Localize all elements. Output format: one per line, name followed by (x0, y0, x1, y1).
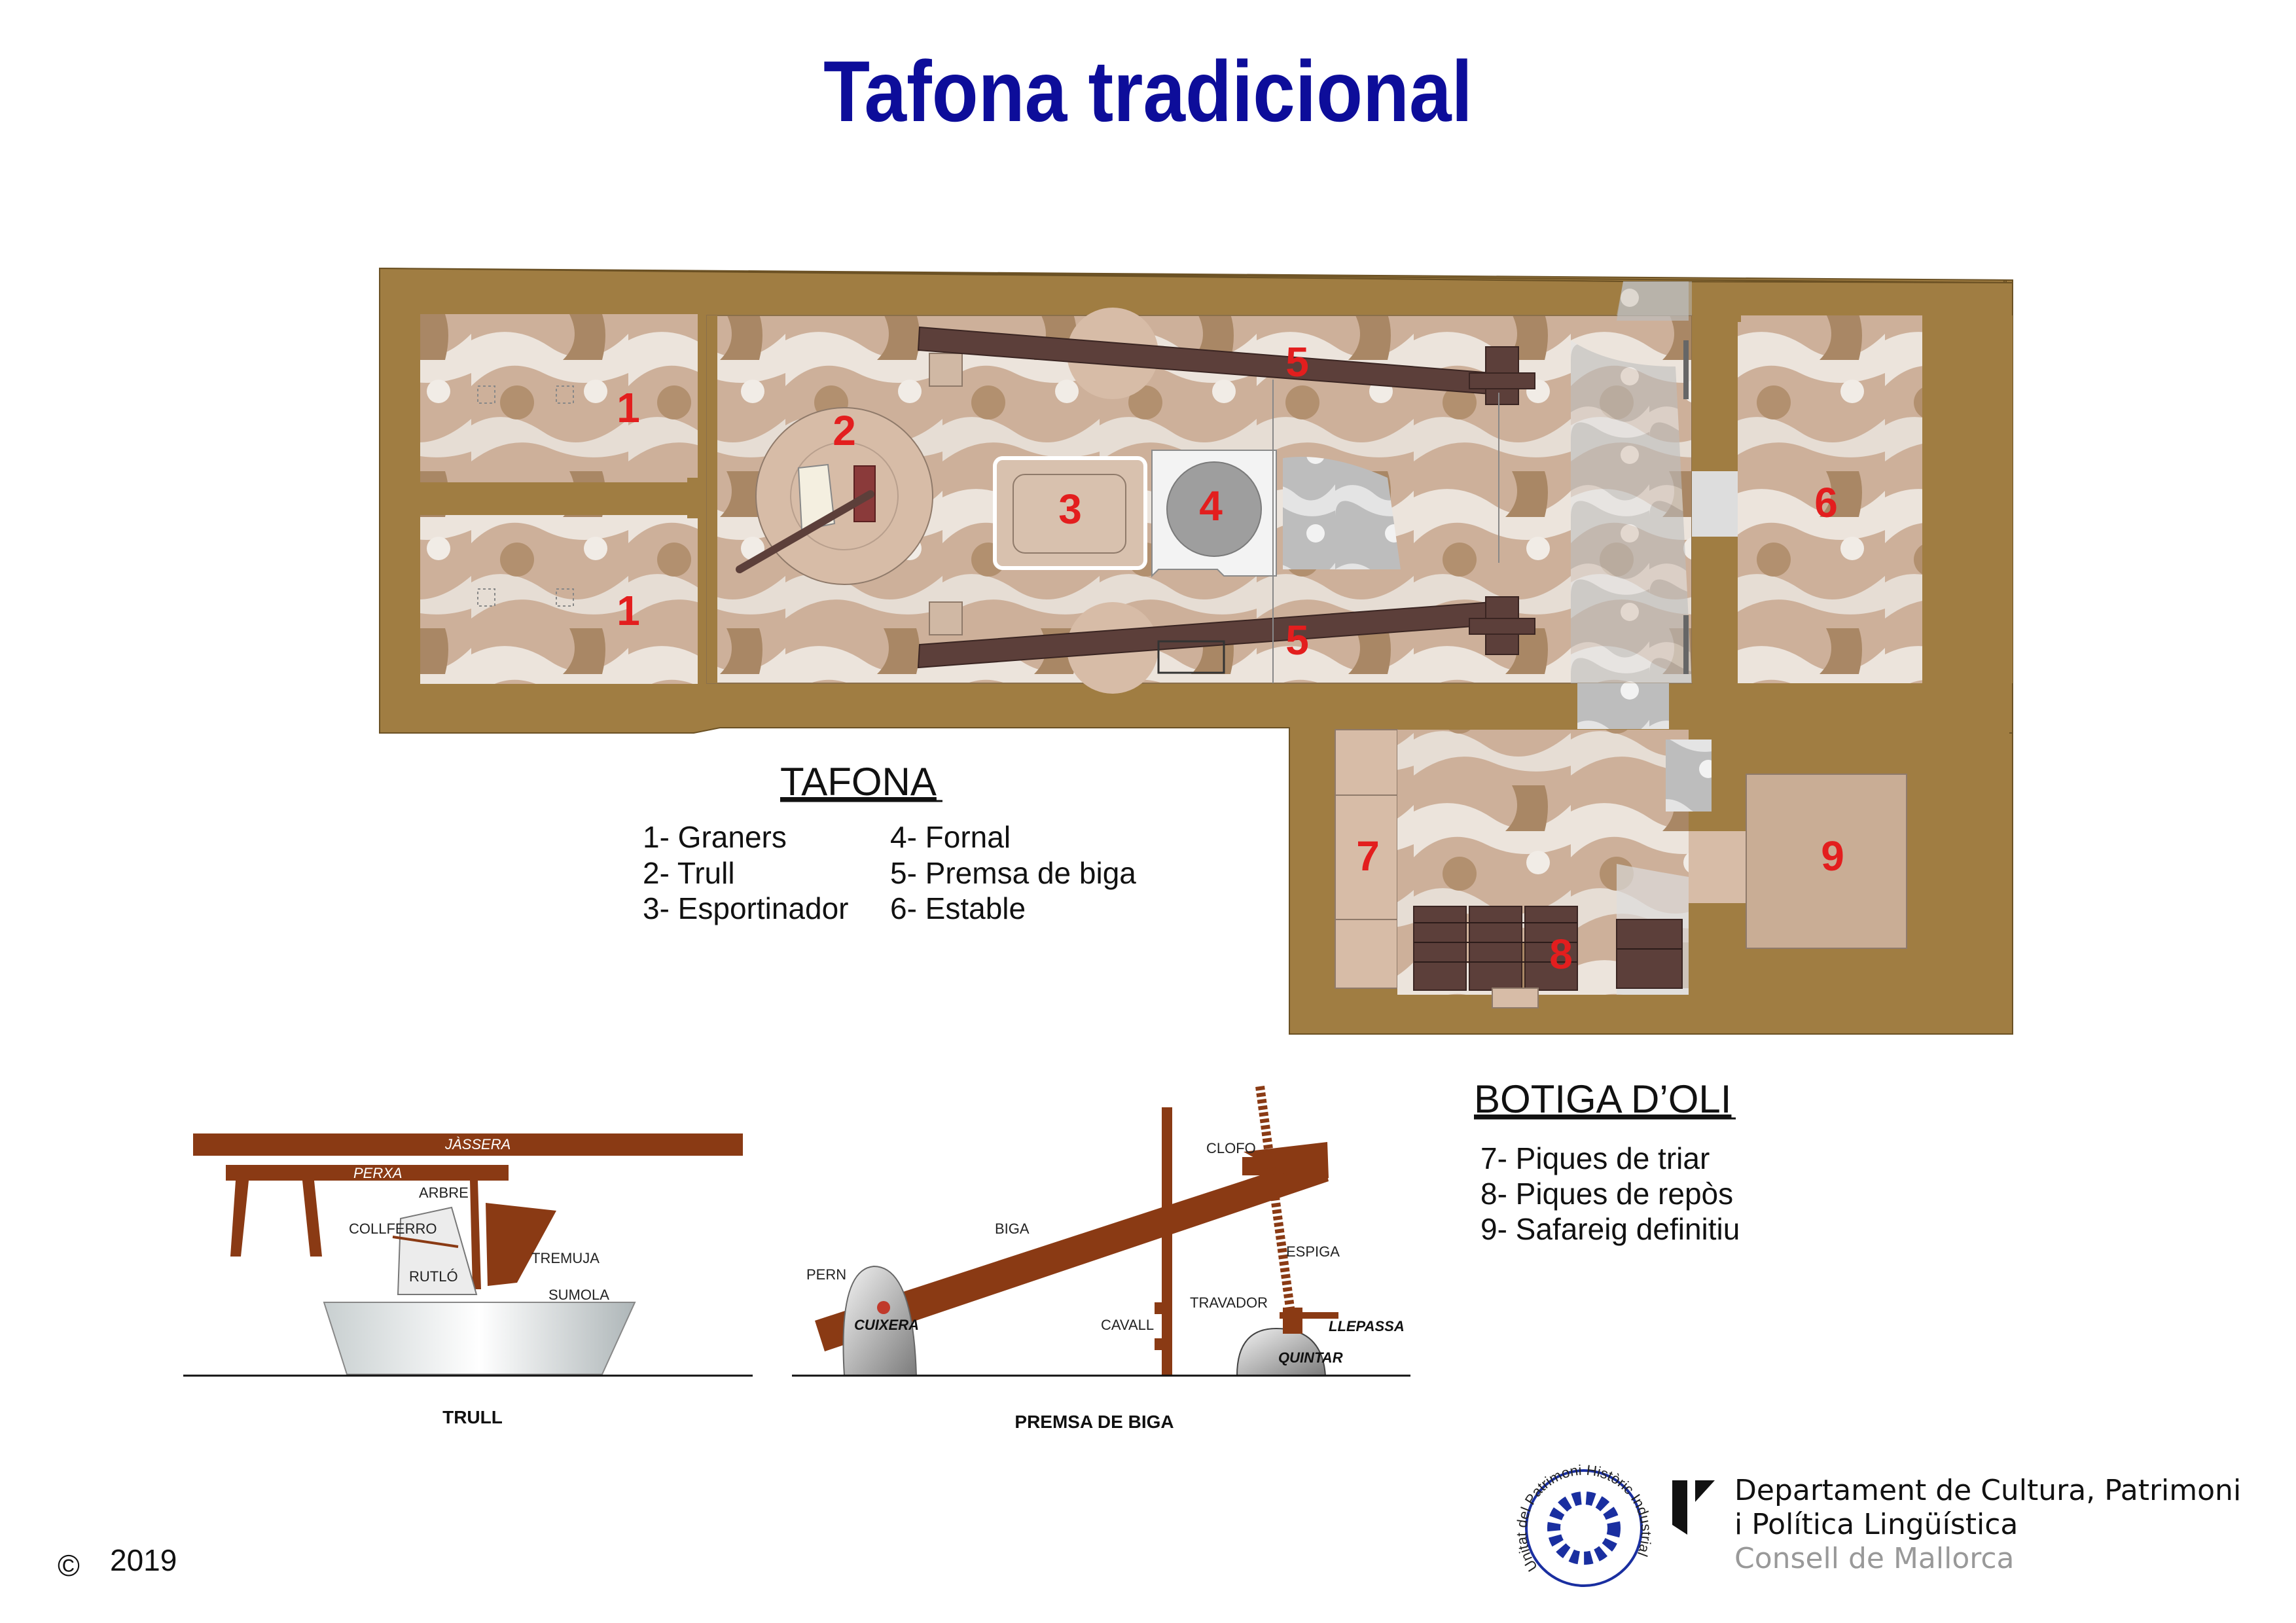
premsa-label-clofo: CLOFO (1206, 1140, 1256, 1156)
room-number-1b: 1 (617, 587, 640, 634)
copyright: © 2019 (58, 1543, 177, 1582)
legend-item: 5- Premsa de biga (890, 856, 1136, 890)
premsa-label-cavall: CAVALL (1101, 1317, 1154, 1333)
trull-label-collferro: COLLFERRO (349, 1221, 437, 1237)
piques-repos (1413, 906, 1683, 991)
legend-tafona-heading: TAFONA (780, 760, 937, 804)
trull-caption: TRULL (442, 1407, 503, 1427)
legend-item: 9- Safareig definitiu (1480, 1212, 1740, 1246)
page-title: Tafona tradicional (823, 43, 1473, 140)
legend-item: 8- Piques de repòs (1480, 1177, 1733, 1211)
trull-platform (755, 407, 933, 585)
premsa-label-quintar: QUINTAR (1278, 1349, 1343, 1366)
room-graner-2 (420, 515, 698, 684)
legend-botiga-heading: BOTIGA D’OLI (1474, 1077, 1731, 1121)
trull-label-sumola: SUMOLA (548, 1287, 609, 1303)
room-piques-triar (1335, 729, 1398, 989)
legend-botiga: BOTIGA D’OLI 7- Piques de triar 8- Pique… (1474, 1077, 1740, 1246)
premsa-label-biga: BIGA (995, 1221, 1030, 1237)
trull-label-rutllo: RUTLÓ (409, 1268, 458, 1285)
room-number-5a: 5 (1285, 338, 1309, 385)
dept-line2: i Política Lingüística (1734, 1508, 2018, 1541)
legend-item: 6- Estable (890, 891, 1026, 925)
legend-tafona: TAFONA 1- Graners 2- Trull 3- Esportinad… (643, 760, 1136, 925)
premsa-caption: PREMSA DE BIGA (1014, 1412, 1174, 1432)
trull-label-perxa: PERXA (353, 1165, 403, 1181)
trull-diagram: JÀSSERA PERXA ARBRE COLLFERRO TREMUJA RU… (183, 1133, 753, 1427)
premsa-label-cuixera: CUIXERA (854, 1317, 919, 1333)
dept-line1: Departament de Cultura, Patrimoni (1734, 1474, 2241, 1507)
legend-item: 3- Esportinador (643, 891, 849, 925)
dept-logo-icon (1672, 1480, 1687, 1535)
room-number-4: 4 (1199, 482, 1223, 529)
trull-label-arbre: ARBRE (419, 1185, 469, 1201)
room-number-1a: 1 (617, 384, 640, 431)
room-number-2: 2 (833, 407, 856, 454)
room-number-8: 8 (1549, 931, 1573, 978)
room-number-9: 9 (1821, 832, 1844, 880)
premsa-label-pern: PERN (806, 1266, 846, 1283)
trull-label-jassera: JÀSSERA (444, 1136, 511, 1152)
legend-item: 2- Trull (643, 856, 735, 890)
room-number-6: 6 (1814, 479, 1838, 526)
room-number-5b: 5 (1285, 616, 1309, 664)
floor-plan: 1 1 2 3 4 5 5 6 7 8 9 (379, 267, 2013, 1035)
room-number-3: 3 (1058, 486, 1082, 533)
dept-line3: Consell de Mallorca (1734, 1542, 2015, 1575)
room-number-7: 7 (1356, 832, 1380, 880)
copyright-symbol: © (58, 1548, 80, 1582)
dept-logo: Departament de Cultura, Patrimoni i Polí… (1672, 1474, 2241, 1575)
room-estable (1738, 315, 1922, 683)
premsa-label-llepassa: LLEPASSA (1329, 1318, 1405, 1334)
room-safareig (1746, 774, 1907, 949)
premsa-diagram: CLOFO BIGA ESPIGA PERN CUIXERA TRAVADOR … (792, 1086, 1410, 1432)
room-graner-1 (420, 314, 698, 482)
copyright-year: 2019 (110, 1543, 177, 1577)
premsa-label-travador: TRAVADOR (1190, 1294, 1268, 1311)
legend-item: 7- Piques de triar (1480, 1141, 1710, 1175)
legend-item: 1- Graners (643, 820, 787, 854)
legend-item: 4- Fornal (890, 820, 1011, 854)
premsa-label-espiga: ESPIGA (1286, 1243, 1340, 1260)
heritage-seal: Unitat del Patrimoni Històric Industrial (1513, 1462, 1655, 1587)
trull-label-tremuja: TREMUJA (531, 1250, 600, 1266)
